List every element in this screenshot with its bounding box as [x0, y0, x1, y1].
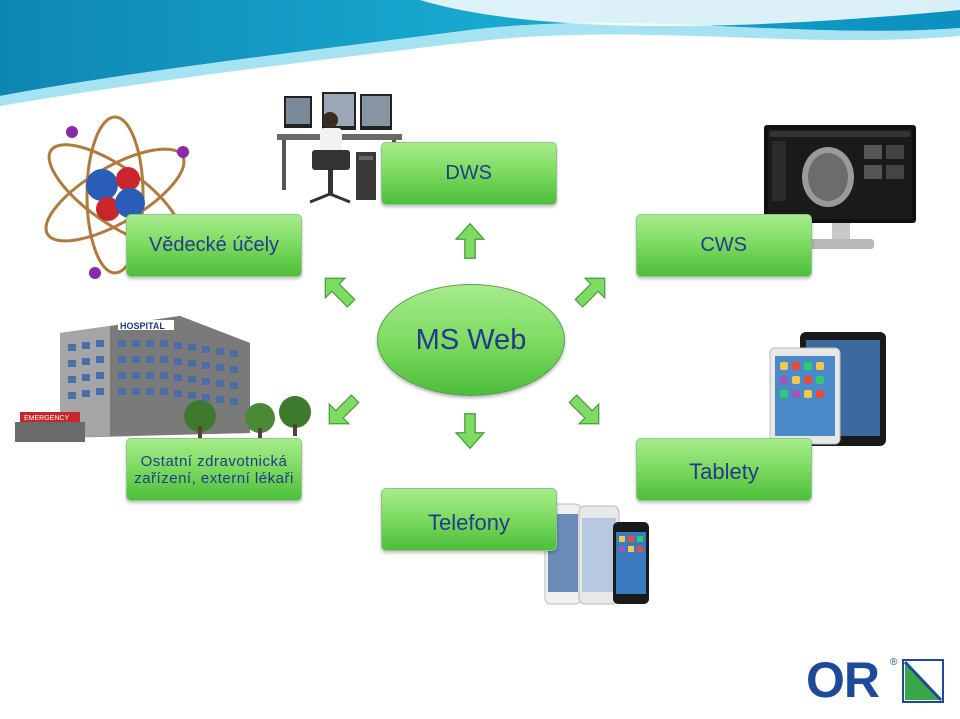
hospital-illustration: HOSPITAL EMERGENCY	[15, 316, 311, 442]
arrow-down-icon	[454, 413, 486, 450]
workstation-illustration	[277, 92, 402, 204]
tablety-box: Tablety	[636, 438, 812, 501]
vedecke-ucely-box: Vědecké účely	[126, 214, 302, 277]
ostatni-zarizeni-line-1: Ostatní zdravotnická	[140, 452, 288, 470]
emergency-sign: EMERGENCY	[24, 415, 69, 422]
telefony-label: Telefony	[428, 510, 510, 535]
vedecke-ucely-label: Vědecké účely	[148, 234, 280, 256]
monitor-illustration	[764, 125, 916, 249]
arrow-up-left-icon	[324, 277, 356, 308]
arrow-down-right-icon	[568, 394, 600, 425]
ms-web-label: MS Web	[415, 323, 527, 356]
logo-triangle-icon	[902, 659, 944, 703]
registered-mark: ®	[890, 657, 898, 668]
tablets-illustration	[769, 332, 886, 446]
cws-label: CWS	[700, 234, 747, 256]
atom-illustration	[44, 115, 189, 279]
ostatni-zarizeni-box: Ostatní zdravotnická zařízení, externí l…	[126, 438, 302, 501]
ostatni-zarizeni-line-2: zařízení, externí lékaři	[134, 469, 294, 487]
hospital-sign: HOSPITAL	[120, 321, 165, 331]
arrow-up-icon	[454, 222, 486, 259]
dws-label: DWS	[445, 162, 492, 184]
cws-box: CWS	[636, 214, 812, 277]
arrow-up-right-icon	[574, 277, 606, 308]
or-logo-text: OR	[806, 652, 880, 708]
or-logo: OR ®	[806, 652, 946, 708]
ms-web-center-node: MS Web	[377, 284, 565, 396]
tablety-label: Tablety	[689, 459, 759, 484]
header-wave-banner	[0, 0, 960, 107]
telefony-box: Telefony	[381, 488, 557, 551]
arrow-down-left-icon	[328, 394, 360, 425]
dws-box: DWS	[381, 142, 557, 205]
